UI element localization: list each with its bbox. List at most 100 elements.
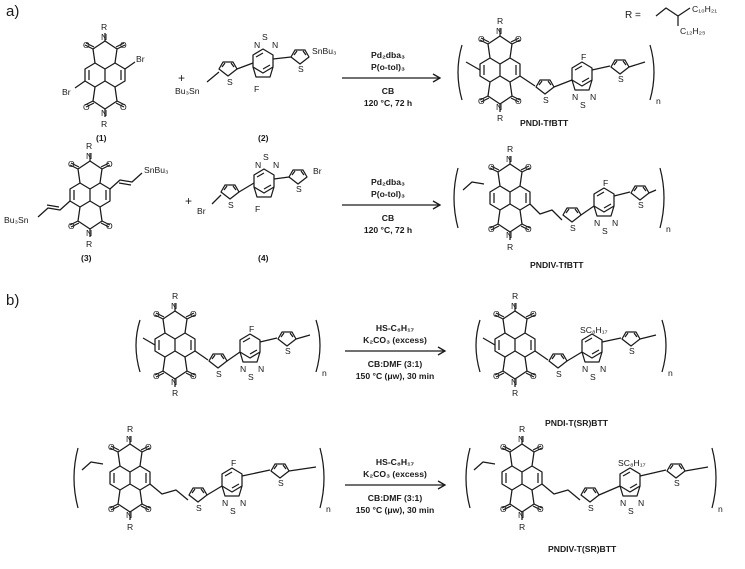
product-4-structure: R R N N O O O O S SC₈H₁₇ N N S S n (465, 424, 723, 532)
atom-o: O (525, 162, 532, 172)
atom-r: R (497, 113, 503, 123)
atom-s: S (638, 200, 644, 210)
atom-n: N (496, 102, 502, 112)
repeat-n: n (656, 96, 661, 106)
atom-o: O (108, 442, 115, 452)
atom-sc8h17: SC₈H₁₇ (618, 458, 646, 468)
atom-r: R (101, 119, 107, 129)
atom-r: R (127, 424, 133, 434)
atom-s: S (228, 200, 234, 210)
conditions-label: 120 °C, 72 h (364, 98, 412, 108)
atom-o: O (153, 309, 160, 319)
product-4-label: PNDIV-T(SR)BTT (548, 544, 617, 554)
atom-s: S (230, 506, 236, 516)
atom-n: N (273, 160, 279, 170)
atom-n: N (101, 108, 107, 118)
atom-o: O (493, 309, 500, 319)
atom-n: N (518, 510, 524, 520)
reaction-arrow-4 (345, 480, 447, 490)
atom-n: N (511, 301, 517, 311)
atom-o: O (120, 40, 127, 50)
atom-o: O (120, 102, 127, 112)
atom-n: N (171, 377, 177, 387)
panel-a-label: a) (6, 3, 19, 20)
atom-br: Br (313, 166, 322, 176)
atom-r: R (507, 242, 513, 252)
repeat-n: n (668, 368, 673, 378)
solvent-label: CB (382, 213, 394, 223)
atom-n: N (254, 40, 260, 50)
reaction-arrow-1 (342, 73, 442, 83)
atom-o: O (537, 442, 544, 452)
atom-sc8h17: SC₈H₁₇ (580, 325, 608, 335)
atom-o: O (190, 371, 197, 381)
atom-bu3sn: Bu₃Sn (175, 86, 200, 96)
r-chain-2: C₁₂H₂₅ (680, 26, 706, 36)
atom-o: O (537, 504, 544, 514)
microwave-conditions-label: 150 °C (μw), 30 min (356, 371, 434, 381)
atom-f: F (254, 84, 259, 94)
atom-n: N (126, 510, 132, 520)
atom-bu3sn: Bu₃Sn (4, 215, 29, 225)
atom-n: N (594, 218, 600, 228)
compound-2-label: (2) (258, 133, 269, 143)
atom-s: S (618, 74, 624, 84)
microwave-conditions-label: 150 °C (μw), 30 min (356, 505, 434, 515)
product-1-structure: R R N N O O O O S F N N S S n (457, 16, 661, 123)
atom-s: S (298, 64, 304, 74)
atom-n: N (506, 154, 512, 164)
atom-r: R (497, 16, 503, 26)
atom-snbu3: SnBu₃ (144, 165, 169, 175)
atom-s: S (227, 77, 233, 87)
atom-f: F (231, 458, 236, 468)
atom-n: N (620, 498, 626, 508)
atom-r: R (101, 22, 107, 32)
atom-snbu3: SnBu₃ (312, 46, 337, 56)
solvent-label: CB (382, 86, 394, 96)
compound-2-structure: N N S S S F SnBu₃ Bu₃Sn (175, 32, 337, 96)
atom-s: S (588, 503, 594, 513)
atom-r: R (172, 291, 178, 301)
atom-n: N (240, 364, 246, 374)
atom-n: N (511, 377, 517, 387)
atom-n: N (638, 498, 644, 508)
atom-f: F (249, 324, 254, 334)
polymer-pndi-tfbtt-reactant: R R N N O O O O S F N N S S n (135, 291, 327, 398)
atom-o: O (515, 96, 522, 106)
atom-n: N (600, 364, 606, 374)
atom-n: N (582, 364, 588, 374)
atom-n: N (572, 92, 578, 102)
atom-o: O (106, 221, 113, 231)
atom-s: S (285, 346, 291, 356)
atom-n: N (222, 498, 228, 508)
atom-s: S (262, 32, 268, 42)
product-3-structure: R R N N O O O O S SC₈H₁₇ N N S S n (475, 291, 673, 398)
compound-3-label: (3) (81, 253, 92, 263)
catalyst-label: Pd₂dba₃ (371, 177, 405, 187)
catalyst-label: Pd₂dba₃ (371, 50, 405, 60)
atom-o: O (493, 371, 500, 381)
atom-n: N (272, 40, 278, 50)
polymer-pndiv-tfbtt-reactant: R R N N O O O O S F N N S S n (73, 424, 331, 532)
product-3-label: PNDI-T(SR)BTT (545, 418, 609, 428)
r-def-label: R = (625, 10, 641, 21)
atom-o: O (500, 504, 507, 514)
atom-f: F (255, 204, 260, 214)
atom-n: N (86, 228, 92, 238)
atom-o: O (83, 102, 90, 112)
compound-3-structure: R R N N O O O O SnBu₃ Bu₃Sn (4, 141, 169, 249)
atom-o: O (190, 309, 197, 319)
ligand-label: P(o-tol)₃ (371, 62, 405, 72)
atom-o: O (525, 224, 532, 234)
atom-s: S (543, 95, 549, 105)
solvent-mix-label: CB:DMF (3:1) (368, 493, 423, 503)
atom-n: N (255, 160, 261, 170)
product-2-structure: R R N N O O O O S F N N S S n (453, 144, 671, 252)
atom-n: N (240, 498, 246, 508)
ligand-label: P(o-tol)₃ (371, 189, 405, 199)
atom-r: R (127, 522, 133, 532)
compound-4-structure: N N S S S F Br Br (197, 152, 322, 216)
plus-sign: + (178, 71, 185, 85)
atom-o: O (500, 442, 507, 452)
product-2-label: PNDIV-TfBTT (530, 260, 584, 270)
